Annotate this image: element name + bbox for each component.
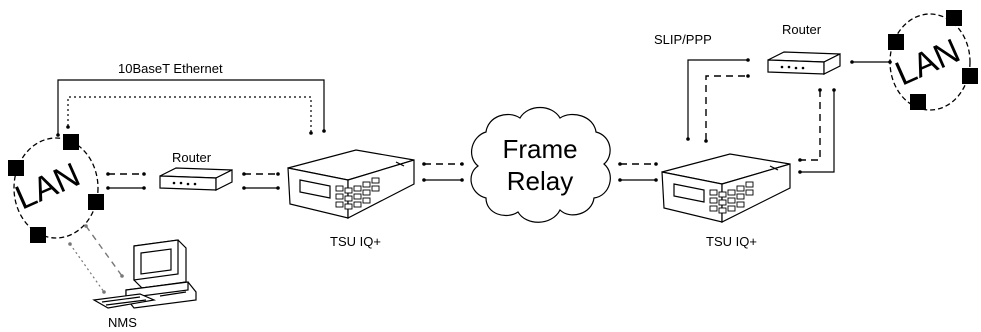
nms-computer: NMS xyxy=(92,239,197,330)
link-router-tsu-left xyxy=(242,172,280,190)
tsu-left: TSU IQ+ xyxy=(287,149,415,249)
link-tsu-left-cloud xyxy=(422,162,464,182)
cloud-label-line2: Relay xyxy=(507,166,573,196)
lan-left-node-left xyxy=(8,160,24,176)
lan-right-node-left xyxy=(888,34,904,50)
link-lan-router-left xyxy=(106,172,146,190)
slip-ppp-link: SLIP/PPP xyxy=(654,32,750,143)
lan-right-node-bottom xyxy=(910,94,926,110)
link-cloud-tsu-right xyxy=(618,162,658,182)
router-left: Router xyxy=(159,150,233,191)
link-tsu-router-right xyxy=(798,88,836,174)
lan-left: LAN xyxy=(8,134,104,243)
slip-ppp-label: SLIP/PPP xyxy=(654,32,712,47)
tsu-right: TSU IQ+ xyxy=(661,153,791,249)
link-router-lan-right xyxy=(850,60,892,64)
lan-right-node-top xyxy=(946,10,962,26)
router-right-label: Router xyxy=(782,22,822,37)
lan-left-boundary xyxy=(13,137,99,239)
nms-label: NMS xyxy=(108,315,137,330)
lan-right-boundary xyxy=(889,13,971,111)
lan-right: LAN xyxy=(888,10,978,111)
lan-left-node-right xyxy=(88,194,104,210)
ethernet-link: 10BaseT Ethernet xyxy=(56,61,326,137)
ethernet-label: 10BaseT Ethernet xyxy=(118,61,223,76)
frame-relay-cloud: Frame Relay xyxy=(470,106,611,223)
tsu-right-label: TSU IQ+ xyxy=(706,234,757,249)
link-lan-nms xyxy=(68,224,124,294)
lan-left-node-bottom xyxy=(30,227,46,243)
lan-right-node-right xyxy=(962,68,978,84)
tsu-left-label: TSU IQ+ xyxy=(330,234,381,249)
router-left-label: Router xyxy=(172,150,212,165)
router-right: Router xyxy=(767,22,841,75)
lan-left-node-top xyxy=(63,134,79,150)
cloud-label-line1: Frame xyxy=(502,134,577,164)
